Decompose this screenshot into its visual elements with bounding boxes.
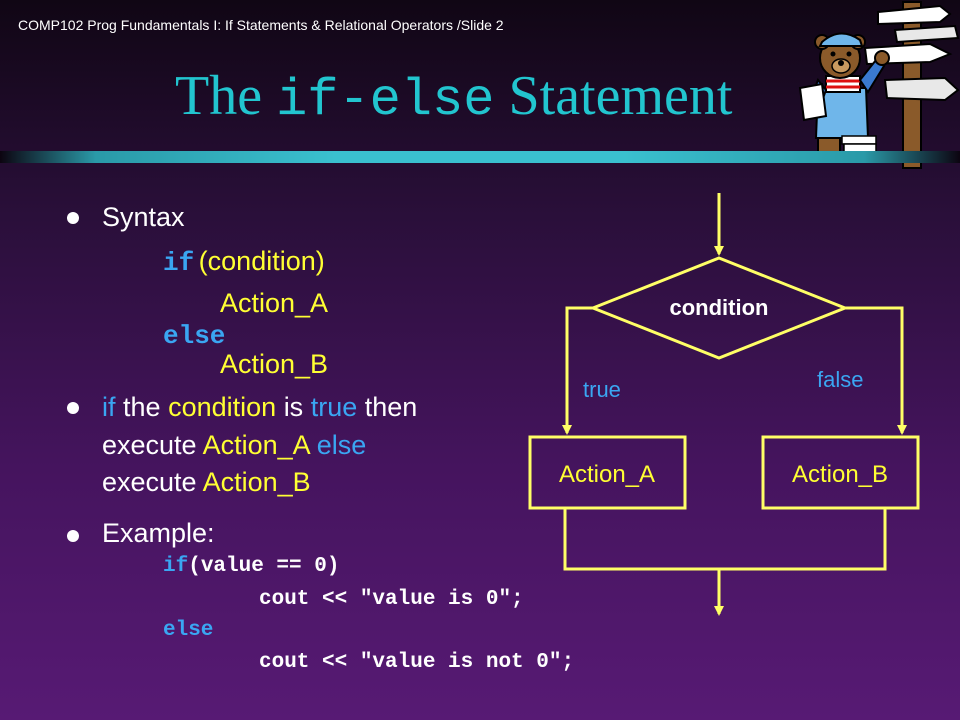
- slide-header: COMP102 Prog Fundamentals I: If Statemen…: [18, 17, 504, 33]
- desc-if: if: [102, 392, 116, 422]
- desc-is: is: [283, 392, 304, 422]
- code-line-2: cout << "value is 0";: [259, 588, 524, 611]
- title-post: Statement: [494, 65, 733, 127]
- title-code: if-else: [276, 71, 495, 130]
- example-label: Example:: [102, 518, 215, 548]
- syntax-if-line: if (condition): [163, 246, 325, 279]
- bullet-dot: [67, 212, 79, 224]
- description-line-1: if the condition is true then: [102, 394, 417, 421]
- desc-condition: condition: [168, 392, 277, 422]
- syntax-label: Syntax: [102, 202, 185, 232]
- desc-true: true: [310, 392, 358, 422]
- code-if-keyword: if: [163, 555, 189, 578]
- desc-execute-1: execute: [102, 430, 197, 460]
- desc-then: then: [364, 392, 418, 422]
- true-label: true: [583, 377, 621, 402]
- syntax-action-a: Action_A: [220, 288, 329, 318]
- action-b-label: Action_B: [792, 461, 888, 488]
- desc-the: the: [123, 392, 161, 422]
- desc-else: else: [316, 430, 367, 460]
- code-if-condition: (value == 0): [188, 555, 340, 578]
- syntax-if-keyword: if: [163, 248, 195, 278]
- syntax-else-keyword: else: [163, 321, 226, 351]
- desc-execute-2: execute: [102, 467, 197, 497]
- syntax-condition: (condition): [198, 246, 325, 276]
- false-branch-arrow: [845, 306, 907, 435]
- true-branch-arrow: [562, 306, 593, 435]
- condition-diamond: [588, 256, 850, 360]
- action-b-box: [761, 435, 920, 510]
- title-divider: [0, 151, 960, 163]
- code-line-4: cout << "value is not 0";: [259, 651, 575, 674]
- code-line-1: if(value == 0): [163, 556, 339, 577]
- false-label: false: [817, 367, 863, 392]
- syntax-action-b: Action_B: [220, 349, 329, 379]
- condition-label: condition: [670, 295, 769, 320]
- merge-line: [563, 508, 887, 571]
- code-else-keyword: else: [163, 619, 214, 642]
- slide-title: The if-else Statement: [175, 68, 732, 127]
- bullet-dot: [67, 530, 79, 542]
- bullet-dot: [67, 402, 79, 414]
- action-a-label: Action_A: [559, 461, 655, 488]
- description-line-2: execute Action_A else: [102, 432, 366, 459]
- description-line-3: execute Action_B: [102, 469, 311, 496]
- action-a-box: [528, 435, 687, 510]
- desc-action-a: Action_A: [202, 430, 310, 460]
- title-pre: The: [175, 65, 277, 127]
- desc-action-b: Action_B: [202, 467, 311, 497]
